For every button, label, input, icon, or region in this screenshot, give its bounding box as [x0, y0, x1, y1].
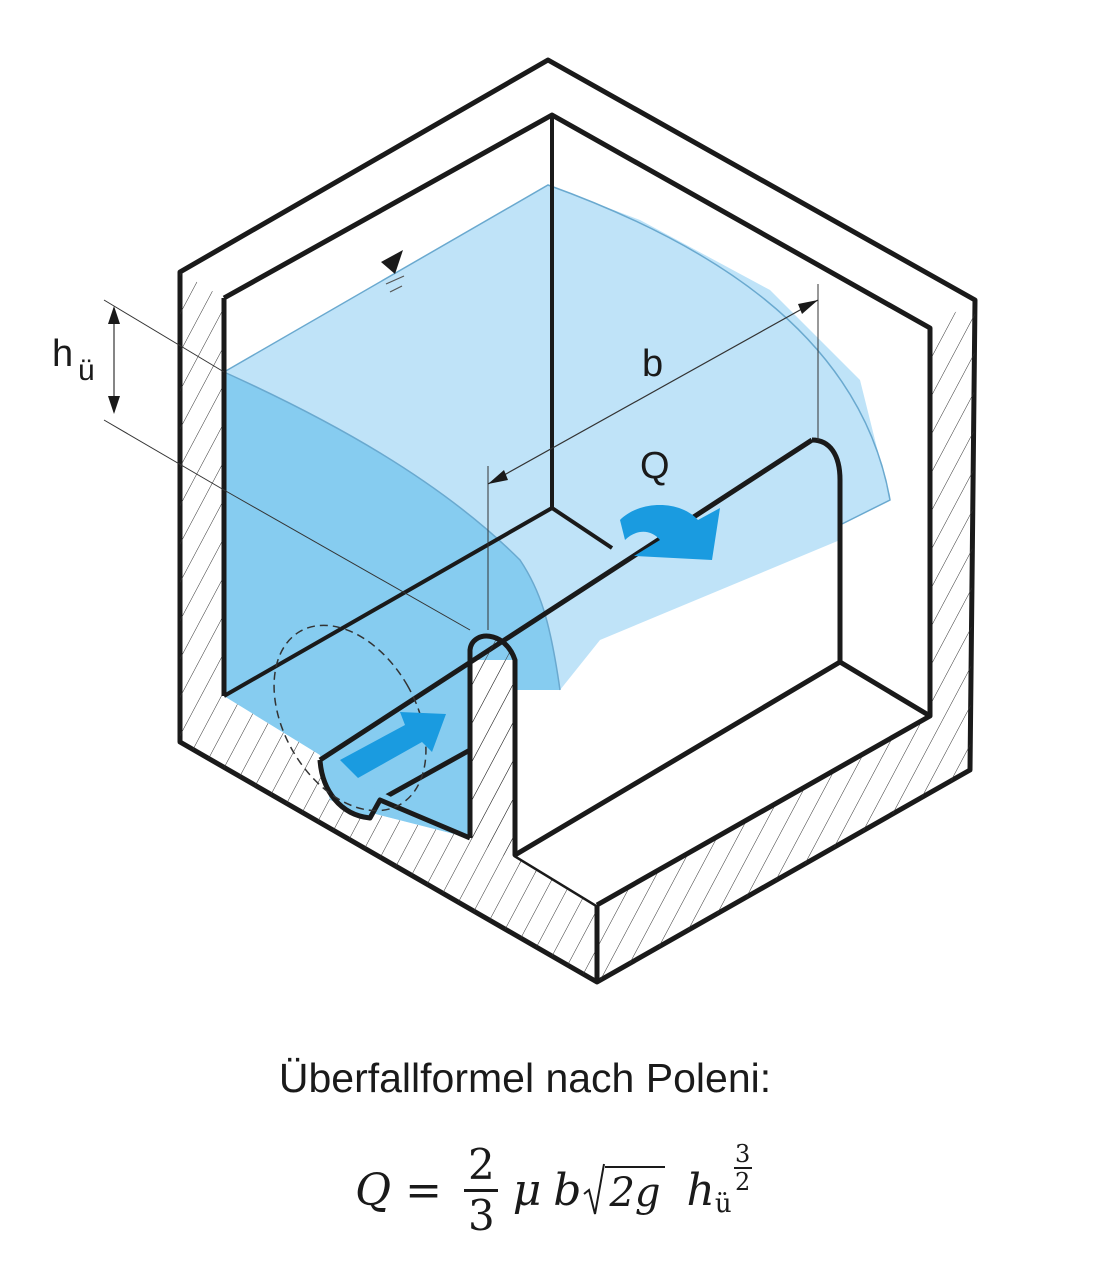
- h-extension-bottom: [103, 419, 225, 491]
- formula-h: h: [686, 1164, 715, 1216]
- water-level-marker: [381, 250, 403, 274]
- fraction-denominator: 3: [467, 1190, 495, 1240]
- fraction-numerator: 2: [467, 1139, 495, 1189]
- nappe-edge: [223, 371, 561, 691]
- formula-fraction: 2 3: [464, 1139, 499, 1240]
- b-dimension-line: [487, 299, 819, 485]
- formula-q: Q: [355, 1164, 392, 1216]
- water-front: [224, 372, 560, 838]
- water-level-tick-1: [385, 275, 405, 285]
- b-label: b: [642, 343, 663, 385]
- formula-exponent: 3 2: [733, 1140, 752, 1196]
- fraction-bar: [464, 1188, 499, 1192]
- overflow-arrow: [620, 505, 720, 560]
- formula-b: b: [553, 1164, 582, 1216]
- formula-caption: Überfallformel nach Poleni:: [278, 1055, 772, 1101]
- poleni-formula: Q = 2 3 μ b 2g h ü 3 2: [355, 1125, 752, 1255]
- formula-mu: μ: [512, 1164, 542, 1216]
- inflow-arrow: [340, 712, 446, 778]
- water-level-tick-2: [389, 285, 403, 293]
- weir-section: [467, 633, 599, 908]
- formula-sqrt: 2g: [583, 1162, 665, 1218]
- nappe-thin-line: [223, 489, 471, 631]
- weir-diagram: h ü b Q: [52, 57, 978, 985]
- downstream-floor: [513, 659, 933, 908]
- water-surface-edge: [223, 184, 891, 526]
- h-arrow-top: [108, 306, 120, 324]
- exponent-numerator: 3: [734, 1140, 751, 1168]
- weir-front-profile: [317, 759, 471, 841]
- formula-equals: =: [405, 1164, 442, 1216]
- exponent-denominator: 2: [734, 1168, 751, 1196]
- floor-back-edges: [223, 505, 614, 698]
- h-arrow-bottom: [108, 396, 120, 414]
- weir-crest-bottom: [378, 747, 472, 803]
- q-label: Q: [640, 445, 670, 487]
- formula-h-subscript: ü: [714, 1189, 732, 1219]
- weir-crest-end: [811, 437, 843, 662]
- b-arrow-right: [798, 300, 818, 314]
- sqrt-radicand: 2g: [605, 1166, 665, 1216]
- b-arrow-left: [488, 470, 508, 484]
- right-wall-hatch: [597, 300, 975, 982]
- weir-crest-top: [318, 437, 814, 763]
- crest-section-ellipse: [273, 624, 427, 812]
- h-extension-top: [103, 299, 225, 373]
- inner-back-edge: [222, 112, 933, 716]
- sqrt-sign: [583, 1163, 606, 1215]
- h-subscript-label: ü: [78, 354, 95, 387]
- h-label: h: [52, 333, 73, 375]
- exponent-bar: [733, 1167, 752, 1169]
